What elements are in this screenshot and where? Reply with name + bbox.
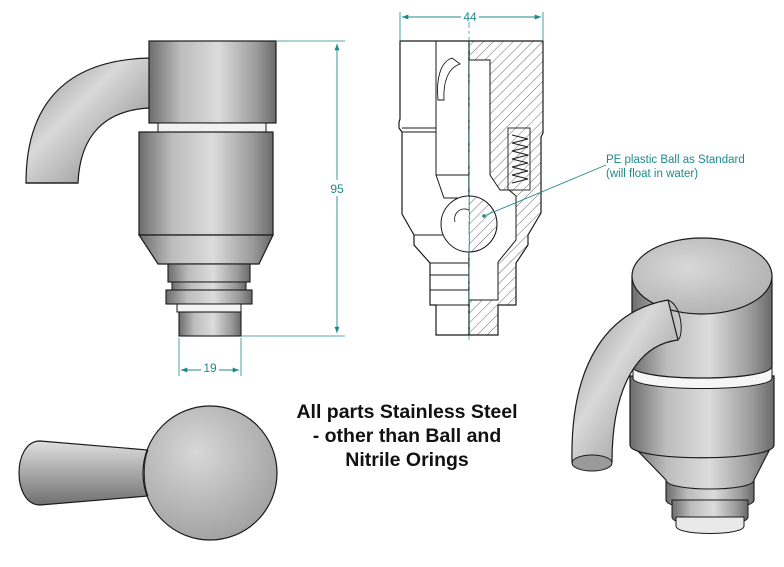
material-note-line3: Nitrile Orings — [345, 449, 469, 471]
width-dimension: 44 — [399, 8, 544, 41]
front-view-tube — [25, 57, 151, 184]
height-dimension-label: 95 — [330, 182, 344, 196]
top-view-tube — [18, 440, 149, 506]
front-view — [25, 40, 277, 337]
section-view-ball — [468, 195, 498, 253]
outlet-dimension-label: 19 — [203, 361, 217, 375]
material-note-line2: - other than Ball and — [312, 425, 502, 447]
front-view-groove — [157, 122, 267, 133]
isometric-view-body — [629, 375, 775, 459]
front-view-outlet — [178, 311, 242, 337]
section-view-left-half — [398, 40, 470, 336]
ball-callout-line2: (will float in water) — [606, 168, 698, 180]
section-view — [398, 14, 544, 340]
top-view-disc — [142, 405, 278, 541]
ball-callout-line1: PE plastic Ball as Standard — [606, 154, 745, 166]
front-view-taper — [137, 234, 274, 265]
front-view-cap — [148, 40, 277, 124]
height-dimension: 95 — [241, 40, 346, 337]
ball-callout: PE plastic Ball as Standard (will float … — [482, 154, 745, 218]
width-dimension-label: 44 — [463, 10, 477, 24]
material-note-line1: All parts Stainless Steel — [296, 401, 518, 423]
isometric-view — [571, 237, 775, 534]
front-view-body — [138, 131, 274, 236]
material-note: All parts Stainless Steel - other than B… — [272, 400, 542, 472]
top-view — [18, 405, 278, 541]
isometric-view-top-face — [631, 237, 773, 315]
front-view-spigot — [167, 263, 251, 283]
outlet-dimension: 19 — [178, 338, 242, 376]
